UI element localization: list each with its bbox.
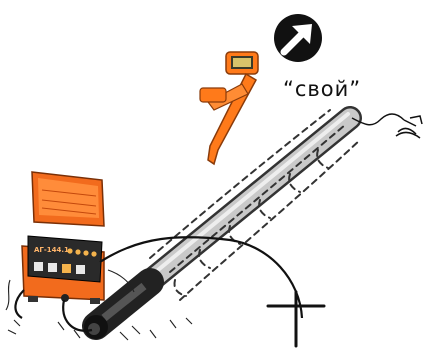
arrow-up-right-badge-icon <box>274 14 322 62</box>
generator-model-label: АГ-144.1 <box>34 246 69 254</box>
grounding-cross-icon <box>268 292 324 346</box>
signal-generator-device: АГ-144.1 <box>22 172 104 304</box>
caption-label: “свой” <box>283 77 361 101</box>
cable-locator-receiver <box>200 52 258 164</box>
ground-stake-icon <box>396 116 422 138</box>
